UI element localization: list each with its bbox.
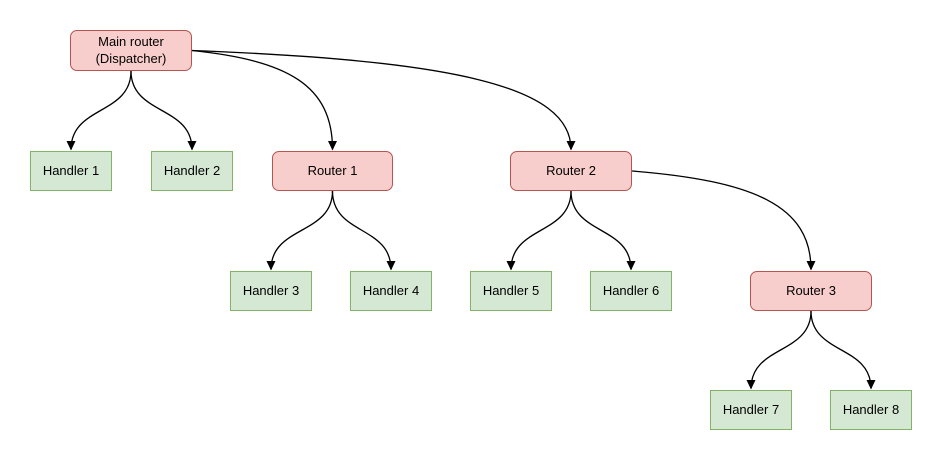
edge-router-3-to-handler-7: [746, 310, 812, 390]
node-router-2: Router 2: [510, 151, 632, 191]
node-label: Handler 4: [362, 282, 420, 298]
node-label: Main router (Dispatcher): [95, 34, 167, 66]
node-label: Router 2: [546, 162, 596, 178]
node-label: Handler 2: [163, 162, 221, 178]
node-router-1: Router 1: [272, 151, 393, 191]
node-label: Router 1: [307, 162, 358, 178]
edge-main-to-handler-1: [66, 70, 132, 151]
node-label: Handler 3: [242, 282, 300, 298]
edge-main-to-router-1: [191, 49, 337, 151]
node-label: Handler 6: [602, 282, 660, 298]
node-handler-2: Handler 2: [151, 151, 233, 191]
edge-router-1-to-handler-3: [266, 190, 334, 271]
edge-main-to-router-2: [191, 49, 576, 151]
node-handler-6: Handler 6: [590, 271, 672, 311]
node-handler-7: Handler 7: [710, 390, 792, 430]
edge-router-2-to-router-3: [631, 170, 816, 271]
node-handler-5: Handler 5: [470, 271, 552, 311]
node-router-3: Router 3: [750, 271, 872, 311]
node-main-router: Main router (Dispatcher): [70, 30, 192, 71]
node-label: Router 3: [786, 282, 836, 298]
node-handler-8: Handler 8: [830, 390, 912, 430]
node-handler-4: Handler 4: [350, 271, 432, 311]
node-label: Handler 8: [842, 401, 900, 417]
edge-router-2-to-handler-6: [570, 190, 636, 271]
node-label: Handler 1: [42, 162, 100, 178]
node-handler-1: Handler 1: [30, 151, 112, 191]
node-label: Handler 7: [722, 401, 780, 417]
edge-router-2-to-handler-5: [506, 190, 572, 271]
edge-main-to-handler-2: [130, 70, 197, 151]
edge-router-1-to-handler-4: [331, 190, 396, 271]
node-handler-3: Handler 3: [230, 271, 312, 311]
node-label: Handler 5: [482, 282, 540, 298]
edge-router-3-to-handler-8: [810, 310, 876, 390]
